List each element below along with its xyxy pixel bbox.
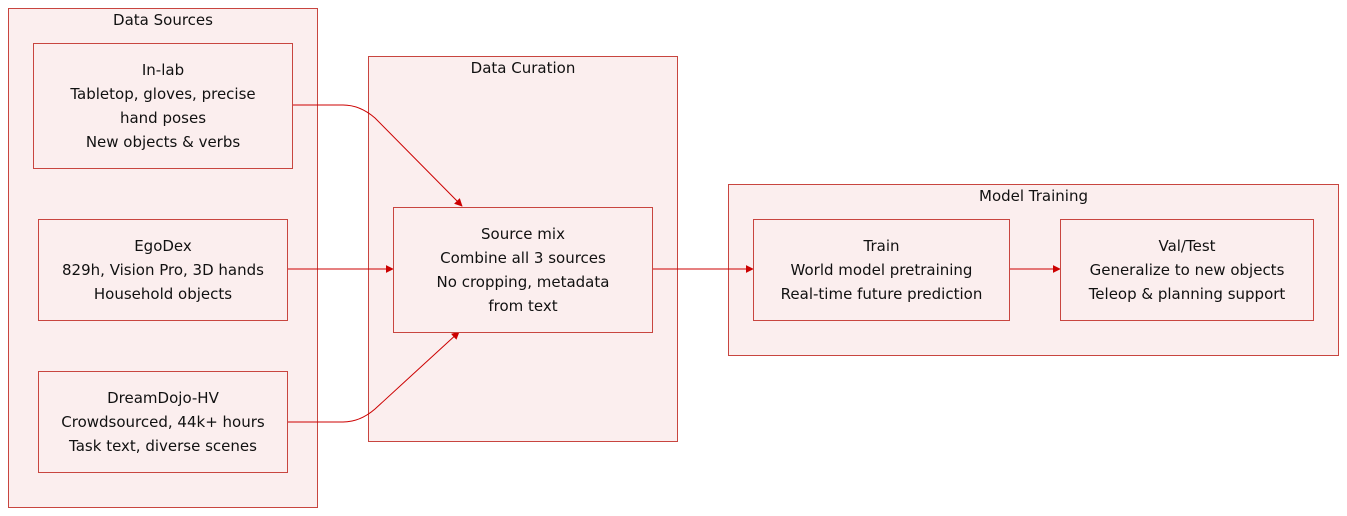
node-egodex-line-3: Household objects bbox=[93, 285, 233, 303]
node-egodex-line-1: EgoDex bbox=[134, 237, 192, 255]
group-title-data-curation: Data Curation bbox=[470, 59, 576, 77]
node-in-lab-line-4: New objects & verbs bbox=[85, 133, 241, 151]
node-egodex: EgoDex 829h, Vision Pro, 3D hands Househ… bbox=[38, 219, 288, 321]
node-val-test-line-1: Val/Test bbox=[1158, 237, 1216, 255]
node-in-lab-line-3: hand poses bbox=[119, 109, 207, 127]
node-source-mix-line-2: Combine all 3 sources bbox=[440, 249, 606, 267]
group-title-model-training: Model Training bbox=[979, 187, 1088, 205]
node-source-mix-line-3: No cropping, metadata bbox=[436, 273, 610, 291]
node-egodex-line-2: 829h, Vision Pro, 3D hands bbox=[62, 261, 264, 279]
node-dreamdojo-line-3: Task text, diverse scenes bbox=[69, 437, 257, 455]
node-source-mix-line-4: from text bbox=[488, 297, 558, 315]
node-in-lab-line-2: Tabletop, gloves, precise bbox=[70, 85, 256, 103]
node-dreamdojo-line-2: Crowdsourced, 44k+ hours bbox=[61, 413, 265, 431]
node-val-test-line-2: Generalize to new objects bbox=[1089, 261, 1285, 279]
node-val-test: Val/Test Generalize to new objects Teleo… bbox=[1060, 219, 1314, 321]
node-in-lab: In-lab Tabletop, gloves, precise hand po… bbox=[33, 43, 293, 169]
node-train-line-3: Real-time future prediction bbox=[780, 285, 983, 303]
node-train-line-2: World model pretraining bbox=[790, 261, 973, 279]
node-in-lab-line-1: In-lab bbox=[141, 61, 185, 79]
node-source-mix: Source mix Combine all 3 sources No crop… bbox=[393, 207, 653, 333]
node-dreamdojo-hv: DreamDojo-HV Crowdsourced, 44k+ hours Ta… bbox=[38, 371, 288, 473]
node-source-mix-line-1: Source mix bbox=[481, 225, 565, 243]
node-val-test-line-3: Teleop & planning support bbox=[1088, 285, 1286, 303]
node-train: Train World model pretraining Real-time … bbox=[753, 219, 1010, 321]
node-train-line-1: Train bbox=[863, 237, 900, 255]
node-dreamdojo-line-1: DreamDojo-HV bbox=[107, 389, 219, 407]
group-title-data-sources: Data Sources bbox=[113, 11, 213, 29]
